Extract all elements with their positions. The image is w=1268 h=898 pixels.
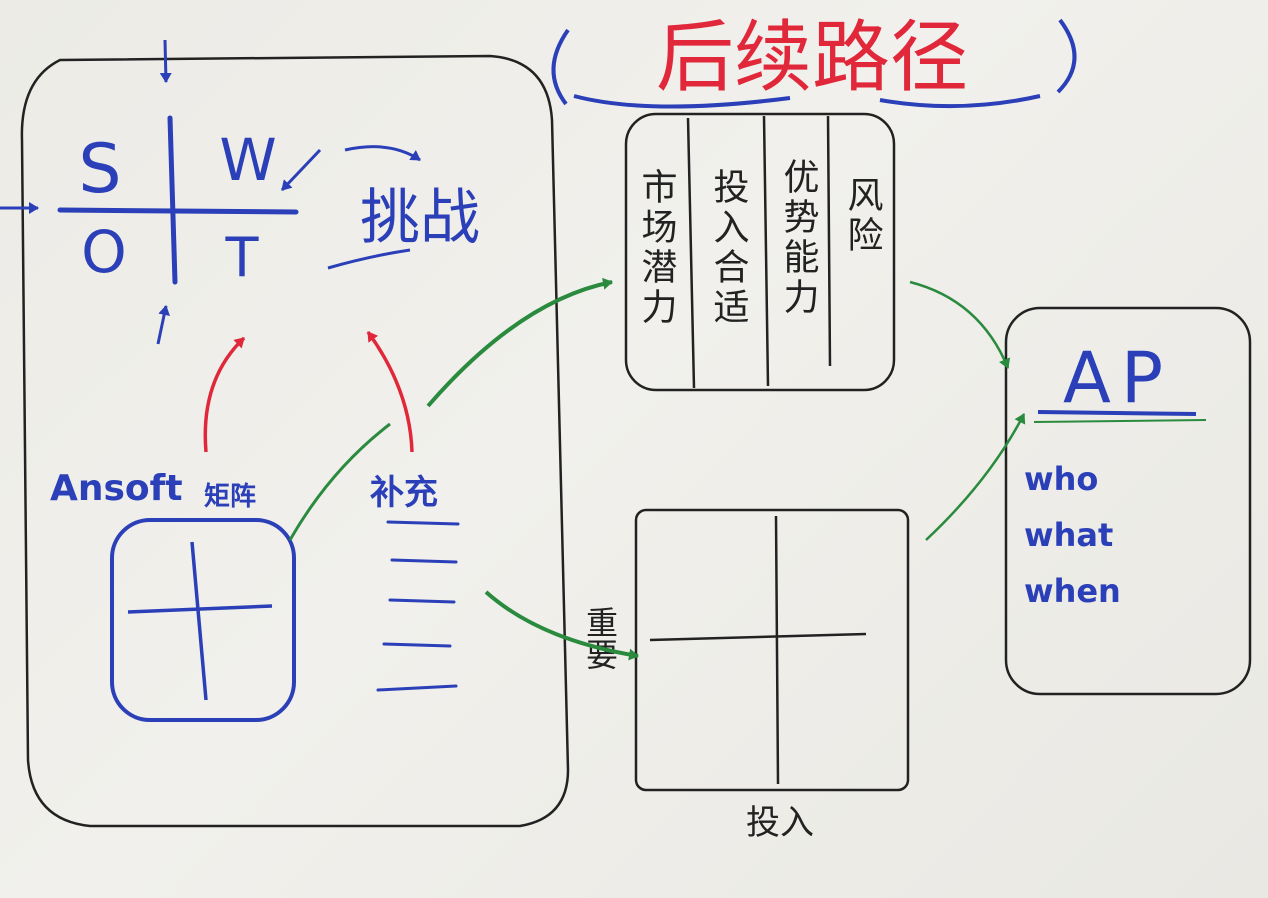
ap-item-who: who xyxy=(1024,460,1098,498)
matrix-y-label: 重要 xyxy=(581,606,619,670)
swot-grid xyxy=(57,115,299,285)
swot-w-label: W xyxy=(219,126,276,194)
criteria-box xyxy=(624,112,896,392)
ap-item-what: what xyxy=(1024,516,1113,554)
swot-t-label: T xyxy=(225,226,260,289)
arrow-matrix-to-ap xyxy=(925,413,1026,541)
ansoft-cross xyxy=(127,541,273,701)
arrow-to-matrix xyxy=(484,590,639,661)
ansoft-matrix xyxy=(110,518,296,722)
arrow-ansoft-link xyxy=(288,422,391,541)
swot-s-label: S xyxy=(78,130,121,209)
swot-o-label: O xyxy=(81,218,127,286)
title-right-bracket xyxy=(1056,18,1077,94)
ansoft-label: Ansoft xyxy=(50,468,183,509)
swot-arrows xyxy=(0,39,421,345)
ap-underline-2 xyxy=(1033,419,1207,423)
page-title: 后续路径 xyxy=(656,13,968,103)
priority-matrix-cross xyxy=(649,515,867,785)
analysis-frame xyxy=(20,54,570,828)
title-underline-left xyxy=(573,94,791,109)
criteria-dividers xyxy=(686,115,832,389)
title-left-bracket xyxy=(551,28,570,106)
criteria-column-1: 市场潜力 xyxy=(636,168,677,328)
ap-title: AP xyxy=(1063,337,1173,419)
arrow-criteria-to-ap xyxy=(909,280,1011,369)
challenge-label: 挑战 xyxy=(360,183,480,253)
criteria-column-3: 优势能力 xyxy=(778,158,819,318)
title-underline-right xyxy=(879,94,1041,109)
ap-item-when: when xyxy=(1024,572,1121,610)
matrix-x-label: 投入 xyxy=(746,803,814,843)
flow-arrows xyxy=(288,277,1026,661)
ansoft-suffix-label: 矩阵 xyxy=(204,482,256,512)
challenge-underline xyxy=(327,248,411,270)
arrow-to-criteria xyxy=(426,277,613,408)
action-plan-box xyxy=(1004,306,1252,696)
supplement-list xyxy=(376,520,460,692)
supplement-label: 补充 xyxy=(370,473,438,513)
criteria-column-2: 投入合适 xyxy=(708,168,749,328)
priority-matrix xyxy=(634,508,910,792)
red-arrows xyxy=(203,330,414,453)
ap-underline-1 xyxy=(1037,410,1197,416)
criteria-column-4: 风险 xyxy=(842,176,883,256)
